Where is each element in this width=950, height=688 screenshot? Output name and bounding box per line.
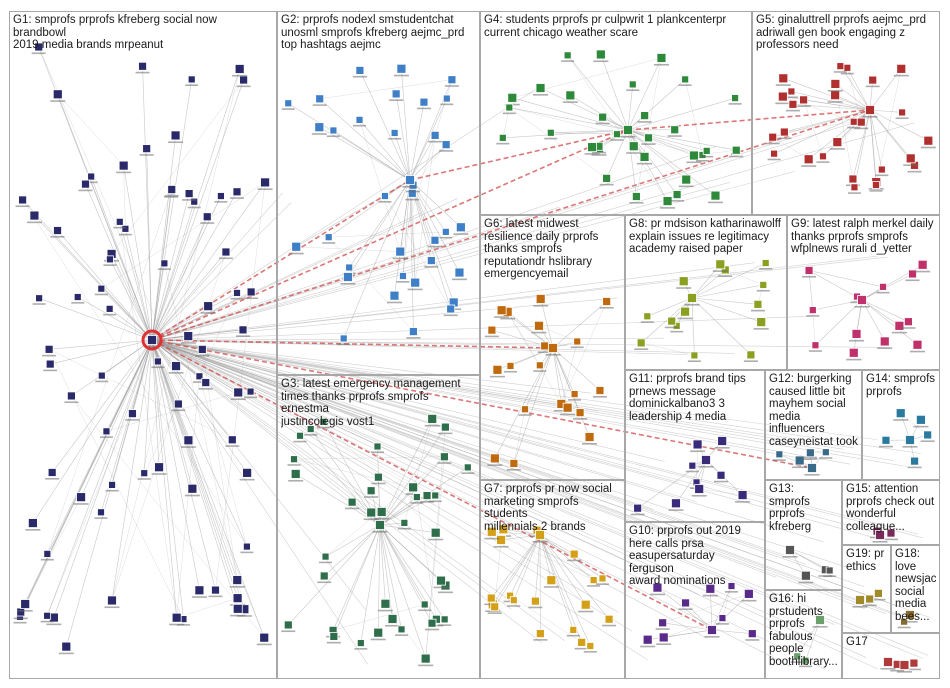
group-label: G1: smprofs prprofs kfreberg social now … [13, 14, 273, 52]
group-g10: G10: prprofs out 2019 here calls prsa ea… [625, 522, 765, 679]
group-label: G17 [846, 636, 936, 649]
group-label: G9: latest ralph merkel daily thanks prp… [791, 218, 936, 256]
group-g16: G16: hi prstudents prprofs fabulous peop… [765, 590, 842, 679]
group-g19: G19: pr ethics [842, 545, 891, 633]
group-g7: G7: prprofs pr now social marketing smpr… [480, 480, 625, 679]
group-g11: G11: prprofs brand tips prnews message d… [625, 370, 765, 522]
group-g3: G3: latest emergency management times th… [277, 375, 480, 679]
group-g17: G17 [842, 633, 940, 679]
group-label: G2: prprofs nodexl smstudentchat unosml … [281, 14, 476, 52]
group-label: G4: students prprofs pr culpwrit 1 plank… [484, 14, 748, 39]
group-g2: G2: prprofs nodexl smstudentchat unosml … [277, 11, 480, 375]
group-label: G12: burgerking caused little bit mayhem… [769, 373, 858, 448]
group-g15: G15: attention prprofs check out wonderf… [842, 480, 940, 545]
group-g6: G6: latest midwest resilience daily prpr… [480, 215, 625, 480]
group-label: G6: latest midwest resilience daily prpr… [484, 218, 621, 281]
group-g13: G13: smprofs prprofs kfreberg [765, 480, 842, 590]
group-g8: G8: pr mdsison katharinawolff explain is… [625, 215, 787, 370]
group-label: G19: pr ethics [846, 548, 887, 573]
group-label: G5: ginaluttrell prprofs aejmc_prd adriw… [756, 14, 936, 52]
group-label: G7: prprofs pr now social marketing smpr… [484, 483, 621, 533]
group-g12: G12: burgerking caused little bit mayhem… [765, 370, 862, 480]
group-label: G14: smprofs prprofs [866, 373, 936, 398]
group-g5: G5: ginaluttrell prprofs aejmc_prd adriw… [752, 11, 940, 215]
group-label: G15: attention prprofs check out wonderf… [846, 483, 936, 533]
group-label: G13: smprofs prprofs kfreberg [769, 483, 838, 533]
group-g1: G1: smprofs prprofs kfreberg social now … [9, 11, 277, 679]
group-g4: G4: students prprofs pr culpwrit 1 plank… [480, 11, 752, 215]
group-g14: G14: smprofs prprofs [862, 370, 940, 480]
group-label: G11: prprofs brand tips prnews message d… [629, 373, 761, 423]
group-label: G18: love newsjac... social media bees..… [895, 548, 936, 623]
group-g18: G18: love newsjac... social media bees..… [891, 545, 940, 633]
group-g9: G9: latest ralph merkel daily thanks prp… [787, 215, 940, 370]
group-label: G16: hi prstudents prprofs fabulous peop… [769, 593, 838, 668]
group-label: G8: pr mdsison katharinawolff explain is… [629, 218, 783, 256]
group-label: G10: prprofs out 2019 here calls prsa ea… [629, 525, 761, 588]
group-label: G3: latest emergency management times th… [281, 378, 476, 428]
